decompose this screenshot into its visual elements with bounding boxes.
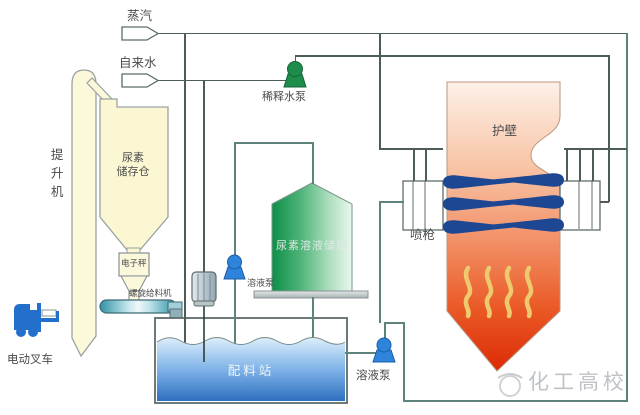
steam-label: 蒸汽 — [127, 9, 153, 23]
pipe-tap-water — [158, 79, 290, 81]
tap-water-arrow-icon — [121, 73, 160, 88]
scale-label: 电子秤 — [121, 258, 147, 268]
watermark-logo-icon — [497, 373, 523, 397]
tank-base — [253, 290, 369, 299]
solution-pump-2-icon — [372, 337, 396, 363]
pipe-solution-riser — [379, 201, 381, 323]
forklift-icon — [14, 303, 59, 337]
urea-silo — [99, 98, 169, 251]
fire-squiggle-icons — [463, 265, 534, 319]
solution-pump-1-label: 溶液泵 — [247, 278, 275, 288]
storage-tank-label: 尿素溶液储罐 — [276, 240, 348, 252]
pipe-steam-branch-tank — [184, 32, 186, 346]
pipe-tank-outlet — [312, 297, 314, 352]
left-lance-manifold — [402, 180, 444, 231]
pipe-steam-branch-left — [379, 32, 381, 150]
dilution-pump-label: 稀释水泵 — [262, 91, 306, 103]
watermark-text: 化工高校 — [528, 370, 628, 394]
solution-storage-tank — [271, 182, 353, 292]
pipe-transfer-to-tank — [234, 142, 236, 258]
pipe-right-riser — [626, 32, 628, 402]
steam-arrow-icon — [121, 26, 160, 41]
solution-pump-1-icon — [223, 254, 246, 280]
pipe-water-branch-tank — [203, 79, 205, 273]
spray-jet-icons — [443, 173, 564, 234]
furnace-wall-label: 护壁 — [492, 124, 518, 138]
dilution-pump-icon — [283, 61, 307, 88]
solution-pump-2-label: 溶液泵 — [356, 370, 391, 382]
forklift-label: 电动叉车 — [7, 354, 53, 366]
pipe-dilution-water — [295, 55, 609, 57]
spray-gun-label: 喷枪 — [410, 228, 436, 242]
pipe-steam-main — [158, 32, 627, 34]
screw-feeder-label: 螺旋给料机 — [129, 288, 172, 298]
batching-station-label: 配料站 — [227, 364, 275, 378]
tap-water-label: 自来水 — [119, 56, 157, 70]
pipe-bottom-return — [403, 400, 627, 402]
hoist-label: 提升机 — [48, 148, 63, 204]
silo-label: 尿素 储存仓 — [116, 152, 150, 178]
